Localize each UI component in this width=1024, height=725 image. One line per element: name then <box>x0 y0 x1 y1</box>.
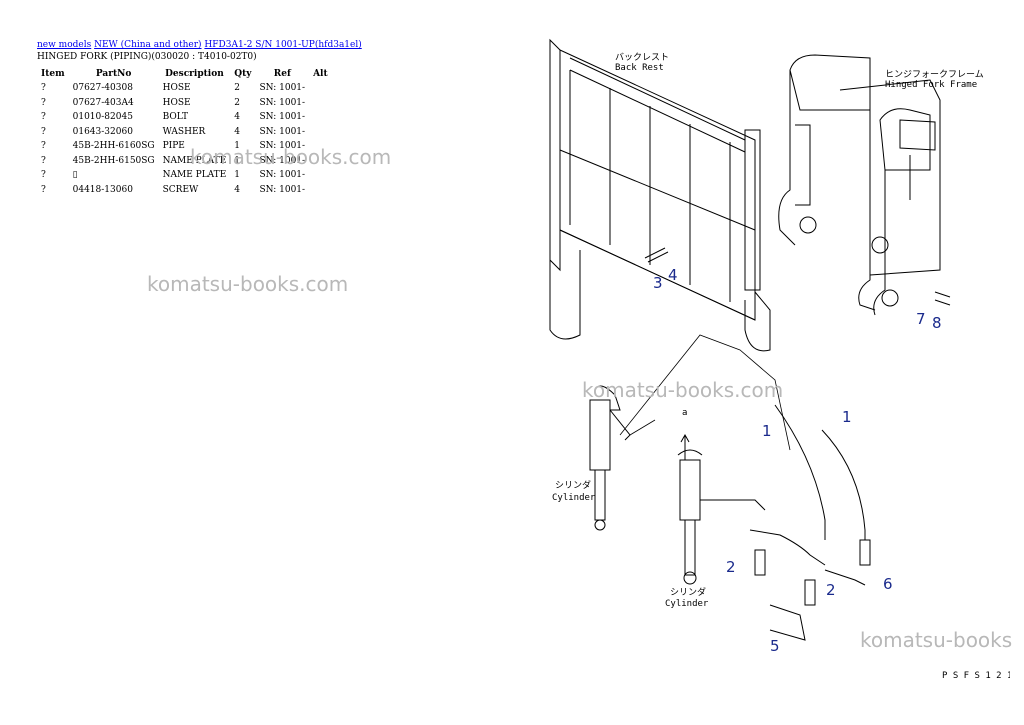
cell-partno: ▯ <box>72 170 78 181</box>
cell-ref: SN: 1001- <box>259 126 306 137</box>
table-row: ? ▯ NAME PLATE 1 SN: 1001- <box>37 168 332 183</box>
callout-2b: 2 <box>826 581 836 599</box>
cylinder-right-label-jp: シリンダ <box>670 586 706 598</box>
cell-qty: 4 <box>234 184 240 195</box>
breadcrumb: new models NEW (China and other) HFD3A1-… <box>37 40 362 50</box>
watermark-1: komatsu-books.com <box>190 145 392 169</box>
col-item: Item <box>41 68 65 79</box>
cell-ref: SN: 1001- <box>259 170 306 181</box>
cell-alt <box>309 110 332 125</box>
cell-qty: 4 <box>234 126 240 137</box>
callout-3: 3 <box>653 274 663 292</box>
cell-ref: SN: 1001- <box>259 155 306 166</box>
table-row: ? 04418-13060 SCREW 4 SN: 1001- <box>37 183 332 198</box>
cell-partno: 07627-40308 <box>72 83 133 94</box>
cell-qty: 1 <box>234 155 240 166</box>
watermark-4: komatsu-books <box>860 628 1013 652</box>
table-row: ? 07627-40308 HOSE 2 SN: 1001- <box>37 81 332 96</box>
table-header-row: Item PartNo Description Qty Ref Alt <box>37 66 332 81</box>
table-row: ? 01010-82045 BOLT 4 SN: 1001- <box>37 110 332 125</box>
cell-alt <box>309 168 332 183</box>
cell-item: ? <box>41 97 46 108</box>
cylinder-left-label-jp: シリンダ <box>555 479 591 491</box>
col-partno: PartNo <box>95 68 132 79</box>
cell-ref: SN: 1001- <box>259 83 306 94</box>
callout-2a: 2 <box>726 558 736 576</box>
cylinder-left-drawing <box>589 385 631 531</box>
table-row: ? 01643-32060 WASHER 4 SN: 1001- <box>37 125 332 140</box>
hoses-drawing <box>749 404 871 641</box>
col-description: Description <box>165 68 224 79</box>
callout-5: 5 <box>770 637 780 655</box>
table-row: ? 45B-2HH-6160SG PIPE 1 SN: 1001- <box>37 139 332 154</box>
back-rest-drawing <box>549 38 771 352</box>
arrow-label: a <box>682 408 687 418</box>
breadcrumb-model-link[interactable]: HFD3A1-2 S/N 1001-UP(hfd3a1el) <box>204 40 362 50</box>
cell-alt <box>309 96 332 111</box>
cell-description: WASHER <box>162 126 206 137</box>
cell-alt <box>309 81 332 96</box>
cell-qty: 2 <box>234 97 240 108</box>
cell-qty: 1 <box>234 141 240 152</box>
page-title: HINGED FORK (PIPING)(030020 : T4010-02T0… <box>37 52 257 62</box>
fork-frame-drawing <box>778 54 941 316</box>
cell-description: PIPE <box>162 141 185 152</box>
cell-ref: SN: 1001- <box>259 112 306 123</box>
cell-partno: 45B-2HH-6160SG <box>72 141 155 152</box>
cell-qty: 2 <box>234 83 240 94</box>
cell-partno: 07627-403A4 <box>72 97 134 108</box>
callout-4: 4 <box>668 266 678 284</box>
cell-item: ? <box>41 184 46 195</box>
cell-qty: 4 <box>234 112 240 123</box>
watermark-3: komatsu-books.com <box>582 378 784 402</box>
cell-alt <box>309 183 332 198</box>
cell-description: NAME PLATE <box>162 170 227 181</box>
cell-item: ? <box>41 83 46 94</box>
cylinder-right-label-en: Cylinder <box>665 599 709 609</box>
cell-partno: 01643-32060 <box>72 126 133 137</box>
cell-qty: 1 <box>234 170 240 181</box>
cell-description: SCREW <box>162 184 199 195</box>
cell-description: BOLT <box>162 112 189 123</box>
breadcrumb-region-link[interactable]: NEW (China and other) <box>94 40 202 50</box>
cell-description: HOSE <box>162 97 191 108</box>
cell-item: ? <box>41 112 46 123</box>
cell-alt <box>309 125 332 140</box>
cylinder-left-label-en: Cylinder <box>552 493 596 503</box>
col-qty: Qty <box>234 68 252 79</box>
table-row: ? 45B-2HH-6150SG NAME PLATE 1 SN: 1001- <box>37 154 332 169</box>
cylinder-right-drawing <box>677 449 766 585</box>
callout-8: 8 <box>932 314 942 332</box>
back-rest-label-jp: バックレスト <box>615 52 669 63</box>
col-ref: Ref <box>273 68 291 79</box>
fork-frame-label-en: Hinged Fork Frame <box>885 80 977 90</box>
cell-description: NAME PLATE <box>162 155 227 166</box>
sheet-code: P S F S 1 2 1 <box>942 671 1010 681</box>
col-alt: Alt <box>313 68 328 79</box>
table-row: ? 07627-403A4 HOSE 2 SN: 1001- <box>37 96 332 111</box>
parts-diagram: バックレスト Back Rest ヒンジフォークフレーム Hinged Fork… <box>549 38 1010 681</box>
cell-description: HOSE <box>162 83 191 94</box>
cell-partno: 45B-2HH-6150SG <box>72 155 155 166</box>
cell-ref: SN: 1001- <box>259 97 306 108</box>
parts-table: Item PartNo Description Qty Ref Alt ? 076… <box>37 66 332 197</box>
callout-7: 7 <box>916 310 926 328</box>
callout-6: 6 <box>883 575 893 593</box>
cell-item: ? <box>41 126 46 137</box>
callout-1b: 1 <box>842 408 852 426</box>
breadcrumb-new-models-link[interactable]: new models <box>37 40 92 50</box>
back-rest-label-en: Back Rest <box>615 63 664 73</box>
cell-ref: SN: 1001- <box>259 184 306 195</box>
callout-1a: 1 <box>762 422 772 440</box>
cell-item: ? <box>41 141 46 152</box>
watermark-2: komatsu-books.com <box>147 272 349 296</box>
cell-partno: 04418-13060 <box>72 184 133 195</box>
fork-frame-label-jp: ヒンジフォークフレーム <box>885 69 984 80</box>
cell-ref: SN: 1001- <box>259 141 306 152</box>
cell-item: ? <box>41 170 46 181</box>
cell-partno: 01010-82045 <box>72 112 133 123</box>
cell-item: ? <box>41 155 46 166</box>
